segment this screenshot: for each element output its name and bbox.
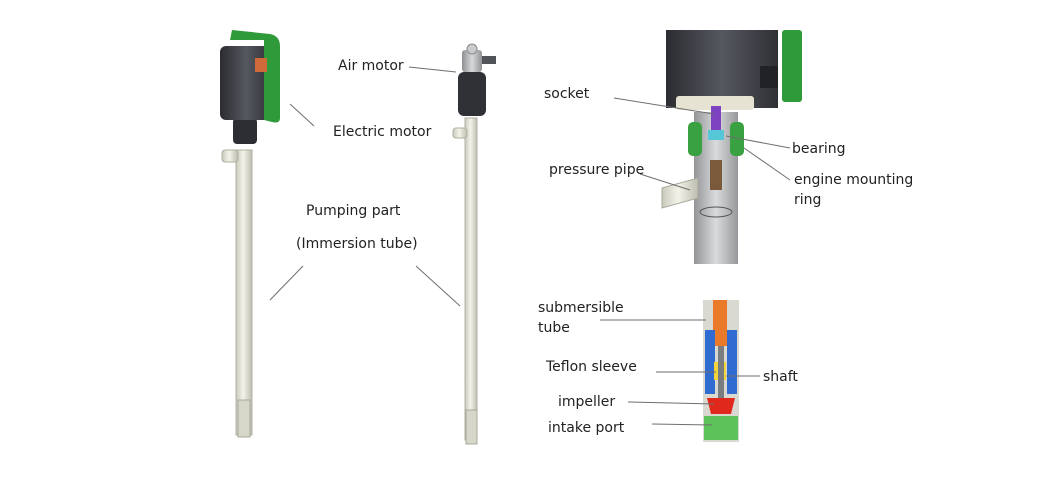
air-motor-body — [458, 72, 486, 116]
leader-intake — [651, 423, 713, 426]
label-teflon-sleeve: Teflon sleeve — [546, 359, 637, 375]
air-pump-immersion-tube — [464, 117, 478, 441]
leader-pumping-part-right — [415, 265, 461, 307]
electric-pump-foot — [237, 399, 251, 438]
label-air-motor: Air motor — [338, 58, 404, 74]
label-pumping-part: Pumping part — [306, 203, 401, 219]
air-motor-top-knob — [466, 43, 478, 55]
label-submersible-line1: submersible — [538, 300, 624, 316]
cutaway-mounting-ring-right — [730, 122, 744, 156]
electric-motor-green-cover — [230, 30, 280, 123]
cutaway-mounting-ring-left — [688, 122, 702, 156]
electric-pump-immersion-tube — [235, 149, 253, 436]
leader-bearing — [725, 135, 791, 149]
air-pump-outlet — [452, 127, 468, 139]
upper-cutaway-drawing — [661, 30, 802, 264]
cutaway-motor-body — [666, 30, 778, 108]
label-shaft: shaft — [763, 369, 798, 385]
air-pump-drawing — [452, 43, 496, 445]
lower-impeller — [707, 398, 735, 414]
electric-pump-outlet — [221, 149, 239, 163]
electric-pump-drawing — [220, 30, 280, 438]
leader-pumping-part-left — [269, 265, 304, 301]
electric-pump-collar — [233, 118, 257, 144]
leader-impeller — [627, 401, 715, 405]
leader-air-motor — [408, 66, 457, 73]
label-socket: socket — [544, 86, 590, 102]
label-submersible-line2: tube — [538, 320, 570, 336]
lower-sleeve-blue-right — [727, 330, 737, 394]
leader-lines — [269, 66, 791, 426]
label-engine-mounting-line2: ring — [794, 192, 822, 208]
cutaway-ring-outline — [699, 206, 733, 218]
cutaway-green-cover — [782, 30, 802, 102]
air-motor-head — [462, 50, 482, 72]
lower-intake-port — [704, 416, 738, 440]
lower-shaft-core — [718, 346, 724, 402]
cutaway-switch — [760, 66, 778, 88]
label-engine-mounting-line1: engine mounting — [794, 172, 914, 188]
cutaway-bearing — [708, 130, 724, 140]
electric-motor-switch — [255, 58, 267, 72]
label-impeller: impeller — [558, 394, 616, 410]
air-motor-inlet — [482, 56, 496, 64]
leader-socket — [613, 97, 715, 115]
cutaway-spring — [710, 160, 722, 190]
cutaway-socket — [711, 106, 721, 130]
leader-electric-motor — [289, 103, 315, 127]
label-pressure-pipe: pressure pipe — [549, 162, 645, 178]
leader-pressure-pipe — [639, 173, 691, 191]
air-pump-foot — [465, 409, 478, 445]
cutaway-motor-base — [676, 96, 754, 110]
label-immersion-tube: (Immersion tube) — [296, 236, 418, 252]
lower-cutaway-drawing — [703, 300, 739, 442]
label-electric-motor: Electric motor — [333, 124, 432, 140]
label-intake-port: intake port — [548, 420, 625, 436]
cutaway-pressure-pipe — [661, 177, 699, 209]
lower-sleeve-blue-left — [705, 330, 715, 394]
lower-shaft-orange — [713, 300, 727, 346]
label-bearing: bearing — [792, 141, 846, 157]
leader-engine-mounting — [743, 147, 791, 181]
